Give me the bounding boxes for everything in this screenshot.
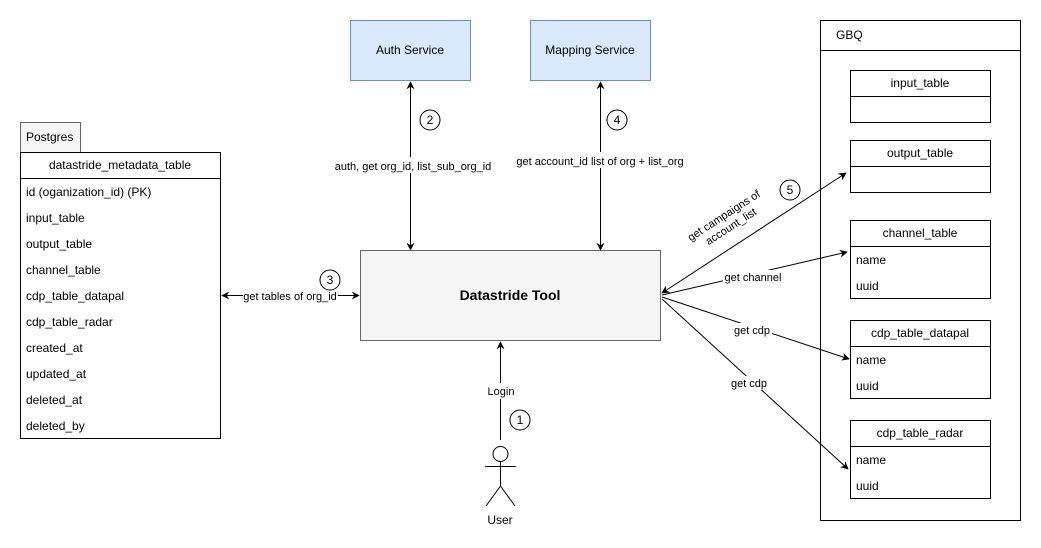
postgres-table-field: cdp_table_datapal [26, 289, 124, 303]
postgres-table-field: channel_table [26, 263, 101, 277]
mapping-service-node[interactable]: Mapping Service [530, 20, 651, 81]
step-circle-1: 1 [509, 409, 531, 431]
postgres-metadata-table[interactable]: datastride_metadata_table id (oganizatio… [20, 152, 221, 439]
postgres-table-title: datastride_metadata_table [49, 158, 191, 172]
edge-label-postgres: get tables of org_id [243, 291, 337, 303]
step-number: 3 [327, 273, 334, 287]
gbq-cdp-datapal-table[interactable]: cdp_table_datapal name uuid [850, 320, 991, 399]
mapping-service-label: Mapping Service [545, 43, 635, 57]
step-number: 5 [787, 183, 794, 197]
step-circle-3: 3 [319, 269, 341, 291]
user-icon [492, 446, 509, 462]
postgres-table-field: deleted_by [26, 419, 85, 433]
step-circle-5: 5 [779, 179, 801, 201]
edge-label-channel: get channel [725, 272, 782, 284]
gbq-table-title: output_table [887, 146, 953, 160]
gbq-input-table[interactable]: input_table [850, 70, 991, 123]
postgres-table-field: created_at [26, 341, 83, 355]
gbq-table-title: channel_table [883, 226, 958, 240]
postgres-table-field: cdp_table_radar [26, 315, 113, 329]
auth-service-node[interactable]: Auth Service [350, 20, 471, 81]
edge-label-mapping: get account_id list of org + list_org [516, 156, 683, 168]
step-circle-4: 4 [606, 109, 628, 131]
postgres-table-field: id (oganization_id) (PK) [26, 185, 151, 199]
postgres-table-field: deleted_at [26, 393, 83, 407]
gbq-table-field: name [856, 353, 886, 367]
edge-output-table[interactable] [661, 172, 847, 294]
step-number: 1 [517, 413, 524, 427]
gbq-table-title: cdp_table_datapal [871, 326, 969, 340]
step-circle-2: 2 [419, 109, 441, 131]
gbq-channel-table[interactable]: channel_table name uuid [850, 220, 991, 299]
postgres-tab-label: Postgres [26, 130, 73, 144]
gbq-title: GBQ [836, 28, 863, 42]
datastride-tool-node[interactable]: Datastride Tool [360, 250, 661, 341]
step-number: 2 [427, 113, 434, 127]
edge-label-cdp-datapal: get cdp [734, 325, 770, 337]
postgres-table-fields: id (oganization_id) (PK) input_tableoutpu… [26, 185, 151, 433]
edge-label-auth: auth, get org_id, list_sub_org_id [335, 161, 492, 173]
step-number: 4 [614, 113, 621, 127]
user-label: User [487, 513, 512, 527]
postgres-table-field: input_table [26, 211, 85, 225]
postgres-table-field: output_table [26, 237, 92, 251]
gbq-output-table[interactable]: output_table [850, 140, 991, 193]
edge-label-cdp-radar: get cdp [731, 378, 767, 390]
postgres-table-field: updated_at [26, 367, 87, 381]
gbq-table-field: uuid [856, 379, 879, 393]
gbq-table-title: cdp_table_radar [877, 426, 964, 440]
auth-service-label: Auth Service [376, 43, 444, 57]
postgres-tab: Postgres [20, 122, 81, 153]
datastride-tool-label: Datastride Tool [460, 287, 561, 303]
gbq-table-field: uuid [856, 279, 879, 293]
gbq-cdp-radar-table[interactable]: cdp_table_radar name uuid [850, 420, 991, 499]
user-actor[interactable] [485, 446, 516, 507]
gbq-table-field: uuid [856, 479, 879, 493]
gbq-table-field: name [856, 453, 886, 467]
gbq-table-title: input_table [891, 76, 950, 90]
edge-label-login: Login [488, 386, 515, 398]
gbq-table-field: name [856, 253, 886, 267]
